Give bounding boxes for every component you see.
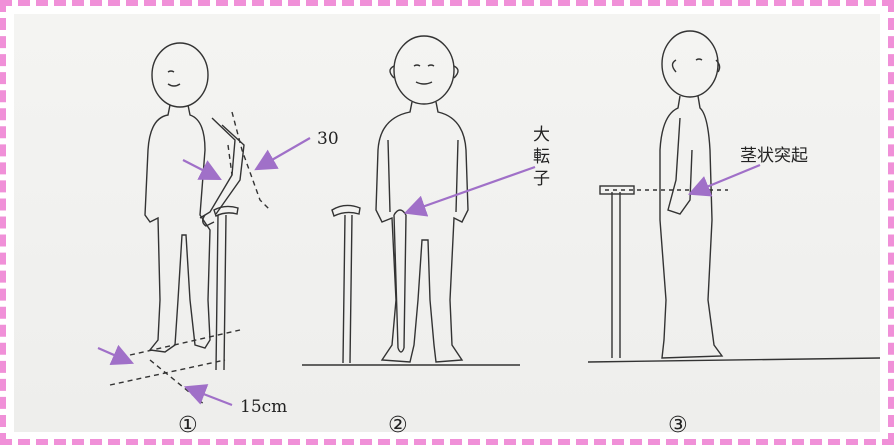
figure-3-head bbox=[662, 31, 718, 97]
figure-1-distance-label: 15cm bbox=[240, 397, 287, 417]
figure-1-arrow-foot bbox=[98, 348, 130, 362]
figure-2-head bbox=[394, 36, 454, 104]
figure-2-cane-grip bbox=[332, 205, 360, 216]
figure-1-head bbox=[152, 43, 208, 107]
figure-3-arrow-landmark bbox=[692, 165, 760, 193]
figure-2-ears bbox=[390, 66, 458, 78]
figure-1-mouth bbox=[168, 84, 180, 86]
figure-2-bone bbox=[394, 210, 406, 352]
figure-3-arm bbox=[668, 118, 692, 214]
figure-3-cane bbox=[612, 192, 620, 358]
figure-1-eye bbox=[168, 71, 174, 72]
figure-2-arrow-landmark bbox=[408, 167, 535, 212]
figure-1-cane bbox=[216, 215, 226, 370]
figure-2-arm-inner bbox=[388, 140, 458, 212]
figure-2-cane bbox=[343, 215, 352, 363]
figure-2-mouth bbox=[416, 82, 432, 84]
figure-2-eyes bbox=[414, 65, 434, 66]
figure-2-landmark-label: 大 転 子 bbox=[533, 125, 555, 189]
figure-1-arrow-elbow bbox=[183, 160, 218, 178]
figure-2-number: ② bbox=[388, 413, 408, 438]
figure-3-eye bbox=[696, 59, 702, 60]
figure-3-ground bbox=[588, 358, 880, 362]
figure-2 bbox=[302, 36, 520, 365]
figure-1-arrow-angle bbox=[258, 138, 310, 168]
figure-3-landmark-label: 茎状突起 bbox=[740, 146, 808, 166]
figure-3 bbox=[588, 31, 880, 362]
figure-3-number: ③ bbox=[668, 413, 688, 438]
figure-3-ear bbox=[673, 60, 677, 72]
figure-1 bbox=[110, 43, 270, 405]
figure-1-number: ① bbox=[178, 413, 198, 438]
figure-1-angle-label: 30 bbox=[317, 129, 339, 149]
